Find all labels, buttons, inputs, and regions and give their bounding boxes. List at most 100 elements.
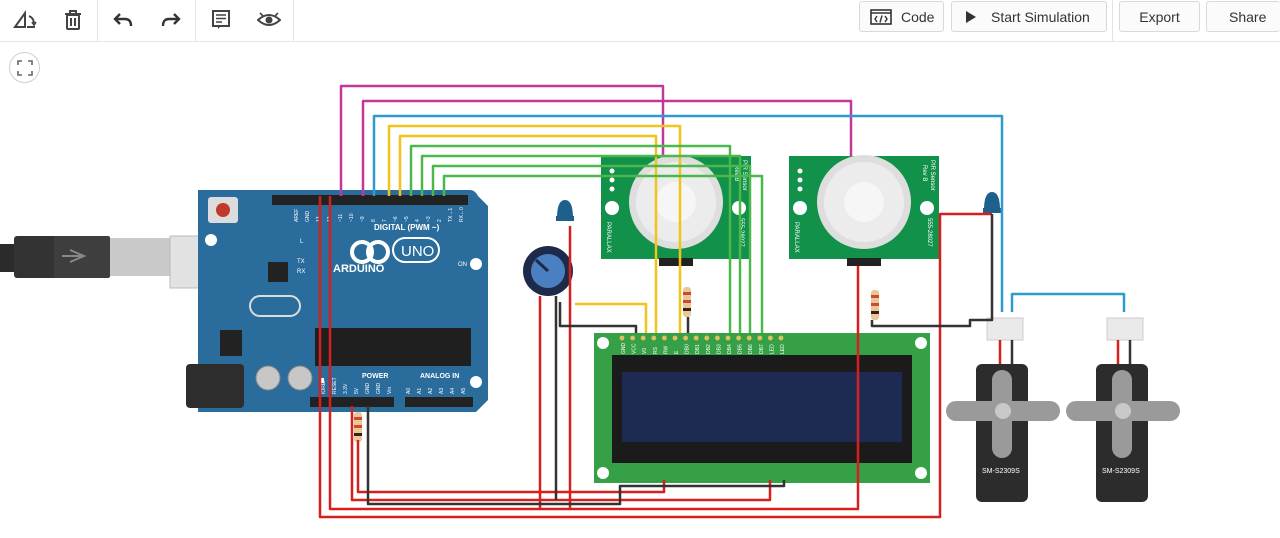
wires: [318, 84, 1132, 519]
pin-label: 5V: [354, 387, 360, 394]
arduino-uno-board[interactable]: ARDUINO UNO DIGITAL (PWM ~) POWER ANALOG…: [186, 190, 488, 412]
pin-label: 3.3V: [343, 383, 349, 394]
wire[interactable]: [431, 164, 752, 333]
servo-motor[interactable]: SM-S2309S: [1066, 317, 1180, 502]
share-button[interactable]: Share: [1206, 1, 1280, 32]
circuit-canvas[interactable]: ARDUINO UNO DIGITAL (PWM ~) POWER ANALOG…: [0, 42, 1280, 538]
lcd-pin-pad[interactable]: [736, 335, 741, 341]
toolbar-divider: [293, 0, 294, 41]
led-blue[interactable]: [556, 200, 574, 221]
resistor[interactable]: [871, 290, 879, 320]
pin-label: DB0: [685, 344, 691, 354]
redo-button[interactable]: [148, 0, 194, 40]
notes-icon: [212, 10, 230, 29]
pir-sensor[interactable]: PARALLAX PIR Sensor Rev B 555-28027: [789, 155, 939, 266]
arduino-model-text: UNO: [401, 243, 434, 260]
pin-label: A0: [406, 388, 412, 394]
potentiometer[interactable]: [523, 246, 573, 296]
lcd-pin-pad[interactable]: [778, 335, 784, 341]
pin-label: Vin: [387, 387, 393, 394]
wire[interactable]: [339, 84, 665, 196]
pin-label: GND: [621, 343, 627, 355]
lcd-pin-pad[interactable]: [672, 335, 678, 341]
lcd-pin-pad[interactable]: [662, 335, 667, 341]
pin-label: VCC: [632, 343, 638, 354]
pin-label: A1: [417, 388, 423, 394]
visibility-button[interactable]: [246, 0, 292, 40]
wire[interactable]: [372, 114, 1004, 312]
pin-label: GND: [376, 383, 382, 395]
rotate-button[interactable]: [2, 0, 48, 40]
wire[interactable]: [409, 144, 732, 333]
pin-label: DB1: [695, 344, 701, 354]
pin-label: A3: [439, 388, 445, 394]
lcd-pin-pad[interactable]: [683, 335, 688, 341]
share-label: Share: [1229, 8, 1267, 25]
export-label: Export: [1139, 8, 1180, 25]
lcd-pin-pad[interactable]: [619, 335, 625, 341]
pin-label: RESET: [332, 377, 338, 394]
wire[interactable]: [870, 214, 994, 328]
wire[interactable]: [328, 196, 860, 511]
wire[interactable]: [420, 154, 742, 333]
microcontroller-chip: [315, 328, 471, 366]
undo-button[interactable]: [100, 0, 146, 40]
wire[interactable]: [318, 196, 992, 519]
led-blue[interactable]: [983, 192, 1001, 213]
lcd-pin-pad[interactable]: [725, 335, 731, 341]
lcd-pin-pad[interactable]: [630, 335, 635, 341]
pir-brand: PARALLAX: [605, 222, 611, 253]
pin-label: ~9: [360, 216, 366, 222]
pir-code: 555-28027: [926, 218, 932, 247]
lcd-pin-pad[interactable]: [651, 335, 657, 341]
lcd-pin-pad[interactable]: [693, 335, 699, 341]
lcd-pin-pad[interactable]: [640, 335, 646, 341]
usb-icon: [62, 249, 87, 263]
code-label: Code: [901, 8, 935, 25]
wire[interactable]: [575, 302, 648, 333]
reset-button[interactable]: [216, 203, 230, 217]
wire[interactable]: [398, 134, 658, 333]
pir-sensor[interactable]: PARALLAX PIR Sensor Rev B 555-28027: [601, 155, 751, 266]
lcd-pin-pad[interactable]: [704, 335, 710, 341]
export-button[interactable]: Export: [1119, 1, 1200, 32]
wire[interactable]: [1010, 292, 1126, 312]
delete-button[interactable]: [50, 0, 96, 40]
pir-rev: Rev B: [733, 165, 739, 181]
resistor[interactable]: [354, 412, 362, 442]
start-simulation-button[interactable]: Start Simulation: [951, 1, 1107, 32]
pin-label: RX←0: [459, 207, 465, 222]
undo-icon: [113, 13, 133, 27]
pin-label: DB3: [716, 344, 722, 354]
code-button[interactable]: Code: [859, 1, 944, 32]
led-label-l: L: [300, 239, 304, 245]
wire[interactable]: [442, 174, 764, 333]
pin-label: DB4: [727, 344, 733, 354]
code-icon: [870, 8, 892, 25]
pin-label: 2: [437, 219, 443, 222]
fit-view-icon: [16, 59, 33, 76]
lcd-pin-pad[interactable]: [715, 335, 720, 341]
wire[interactable]: [350, 406, 772, 502]
visibility-icon: [257, 12, 281, 26]
notes-button[interactable]: [198, 0, 244, 40]
pin-label: GND: [365, 383, 371, 395]
wire[interactable]: [558, 302, 638, 333]
wire[interactable]: [366, 406, 786, 506]
lcd-pin-pad[interactable]: [757, 335, 763, 341]
pin-label: RW: [663, 345, 669, 354]
resistor[interactable]: [683, 287, 691, 317]
digital-header-label: DIGITAL (PWM ~): [374, 223, 440, 232]
lcd-pin-pad[interactable]: [746, 335, 752, 341]
servo-motor[interactable]: SM-S2309S: [946, 317, 1060, 502]
toolbar-divider: [1112, 0, 1113, 41]
lcd-pin-pad[interactable]: [768, 335, 773, 341]
power-label: POWER: [362, 373, 388, 380]
fit-view-button[interactable]: [9, 52, 40, 83]
wire[interactable]: [361, 99, 853, 196]
wire[interactable]: [387, 124, 682, 333]
pin-label: AREF: [294, 209, 300, 222]
pin-label: LED: [780, 344, 786, 354]
